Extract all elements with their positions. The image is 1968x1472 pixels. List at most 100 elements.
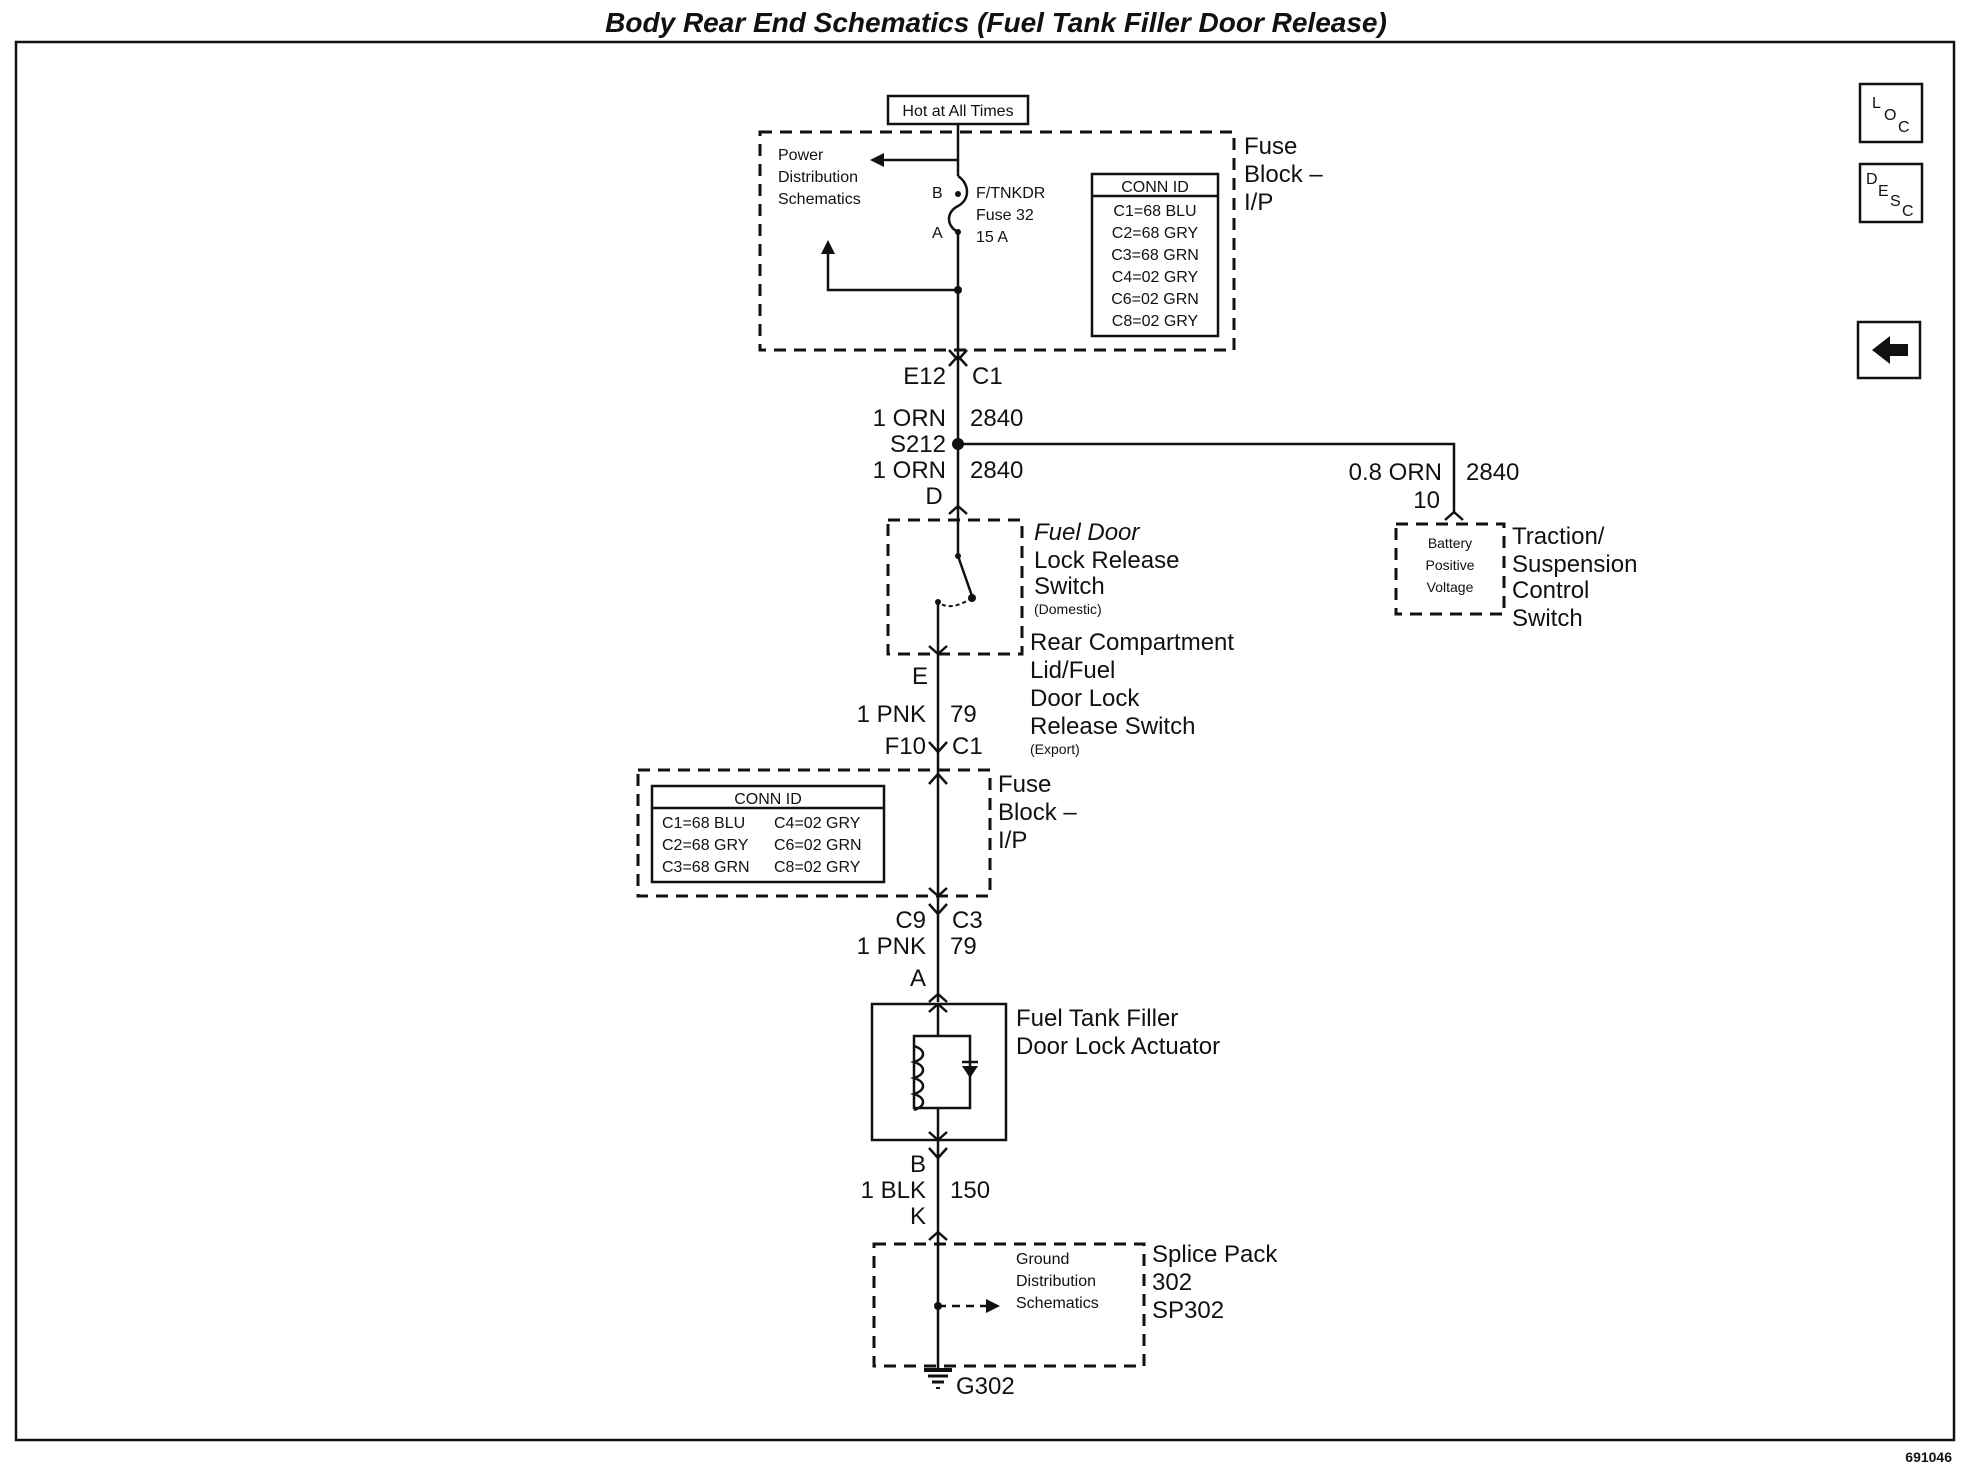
wire1-circuit: 2840: [970, 405, 1023, 432]
back-button[interactable]: [1856, 320, 1922, 380]
conn-id-mid-c4: C4=02 GRY: [774, 815, 861, 832]
ground-label: G302: [956, 1373, 1015, 1400]
connector-e12-label: E12: [903, 363, 946, 390]
fuse-number: Fuse 32: [976, 207, 1034, 224]
connector-d-icon: [948, 504, 968, 515]
conn-id-c6: C6=02 GRN: [1111, 291, 1199, 308]
wire4-gauge: 1 BLK: [861, 1177, 926, 1204]
power-distribution-label-2: Distribution: [778, 169, 858, 186]
traction-name-2: Suspension: [1512, 551, 1637, 578]
desc-button[interactable]: D E S C: [1858, 162, 1924, 224]
switch-name-2: Lock Release: [1034, 547, 1179, 574]
conn-id-c8: C8=02 GRY: [1112, 313, 1199, 330]
power-distribution-label-3: Schematics: [778, 191, 861, 208]
fuse-rating: 15 A: [976, 229, 1008, 246]
desc-letter-d: D: [1866, 171, 1878, 188]
fuse-block-top-name-2: Block –: [1244, 161, 1323, 188]
branch-gauge: 0.8 ORN: [1349, 459, 1442, 486]
arrow-left-icon: [870, 153, 884, 167]
conn-id-mid-c8: C8=02 GRY: [774, 859, 861, 876]
back-button-frame: [1856, 320, 1922, 380]
fuse-block-top-name-3: I/P: [1244, 189, 1273, 216]
fuse-name: F/TNKDR: [976, 185, 1045, 202]
traction-name-4: Switch: [1512, 605, 1583, 632]
conn-id-c3: C3=68 GRN: [1111, 247, 1199, 264]
fuse-pin-a: A: [932, 225, 943, 242]
loc-letter-o: O: [1884, 107, 1896, 124]
connector-c1-mid-icon: [928, 772, 948, 785]
switch-name-6: Door Lock: [1030, 685, 1140, 712]
wire4-circuit: 150: [950, 1177, 990, 1204]
switch-actuator-link: [937, 597, 973, 608]
wire3-circuit: 79: [950, 933, 977, 960]
wire1-gauge: 1 ORN: [873, 405, 946, 432]
switch-name-7: Release Switch: [1030, 713, 1195, 740]
actuator-pin-a: A: [910, 965, 926, 992]
desc-letter-c: C: [1902, 203, 1914, 220]
ground-distribution-label-2: Distribution: [1016, 1273, 1096, 1290]
traction-name-3: Control: [1512, 577, 1589, 604]
desc-letter-s: S: [1890, 193, 1901, 210]
connector-c1-label: C1: [972, 363, 1003, 390]
desc-letter-e: E: [1878, 183, 1889, 200]
switch-name-1: Fuel Door: [1034, 519, 1140, 546]
switch-variant-domestic: (Domestic): [1034, 601, 1102, 617]
arrow-up-icon: [821, 240, 835, 254]
switch-name-4: Rear Compartment: [1030, 629, 1234, 656]
actuator-pin-a-arrow: [928, 1002, 948, 1013]
power-distribution-label-1: Power: [778, 147, 824, 164]
splice-s212-label: S212: [890, 431, 946, 458]
conn-id-table-mid: [650, 784, 886, 884]
hot-label: Hot at All Times: [902, 103, 1013, 120]
conn-id-header-mid: CONN ID: [734, 791, 802, 808]
splice-gauge: 1 ORN: [873, 457, 946, 484]
loc-letter-c: C: [1898, 119, 1910, 136]
conn-id-c1: C1=68 BLU: [1113, 203, 1196, 220]
switch-arm-icon: [956, 555, 974, 597]
conn-id-c2: C2=68 GRY: [1112, 225, 1199, 242]
splice-pack-outline: [872, 1242, 1146, 1368]
loc-letter-l: L: [1872, 95, 1881, 112]
splice-pack-name-1: Splice Pack: [1152, 1241, 1278, 1268]
switch-pin-e: E: [912, 663, 928, 690]
connector-f10-label: F10: [885, 733, 926, 760]
switch-variant-export: (Export): [1030, 741, 1080, 757]
traction-switch-outline: [1394, 522, 1506, 616]
conn-id-mid-c3: C3=68 GRN: [662, 859, 750, 876]
switch-name-5: Lid/Fuel: [1030, 657, 1115, 684]
connector-c9-label: C9: [895, 907, 926, 934]
traction-inner-2: Positive: [1425, 557, 1474, 573]
page-title: Body Rear End Schematics (Fuel Tank Fill…: [605, 7, 1387, 38]
traction-inner-1: Battery: [1428, 535, 1472, 551]
wire-internal-branch: [826, 250, 958, 292]
connector-c1-icon: [948, 354, 968, 367]
conn-id-header-top: CONN ID: [1121, 179, 1189, 196]
connector-c9-icon: [928, 903, 948, 916]
fuse-block-top-outline: [758, 130, 1236, 352]
loc-button[interactable]: L O C: [1858, 82, 1924, 144]
wire2-circuit: 79: [950, 701, 977, 728]
connector-b-icon: [928, 1147, 948, 1160]
conn-id-c4: C4=02 GRY: [1112, 269, 1199, 286]
connector-e12-icon: [948, 349, 968, 362]
fuse-pin-b: B: [932, 185, 943, 202]
actuator-pin-b: B: [910, 1151, 926, 1178]
connector-c3-label: C3: [952, 907, 983, 934]
actuator-name-2: Door Lock Actuator: [1016, 1033, 1220, 1060]
desc-icon: [1858, 162, 1924, 224]
fuel-door-switch-outline: [886, 518, 1024, 656]
fuse-block-mid-name-2: Block –: [998, 799, 1077, 826]
wire-2840-branch: [958, 442, 1456, 514]
solenoid-coil-icon: [910, 1044, 925, 1112]
switch-name-3: Switch: [1034, 573, 1105, 600]
connector-c1-mid-label: C1: [952, 733, 983, 760]
back-arrow-icon: [1872, 336, 1908, 364]
connector-10-icon: [1444, 510, 1464, 521]
actuator-name-1: Fuel Tank Filler: [1016, 1005, 1178, 1032]
conn-id-mid-c1: C1=68 BLU: [662, 815, 745, 832]
ground-icon: [924, 1368, 952, 1389]
loc-icon: [1858, 82, 1924, 144]
fuse-pin-b-dot: [955, 191, 961, 197]
traction-inner-3: Voltage: [1427, 579, 1474, 595]
